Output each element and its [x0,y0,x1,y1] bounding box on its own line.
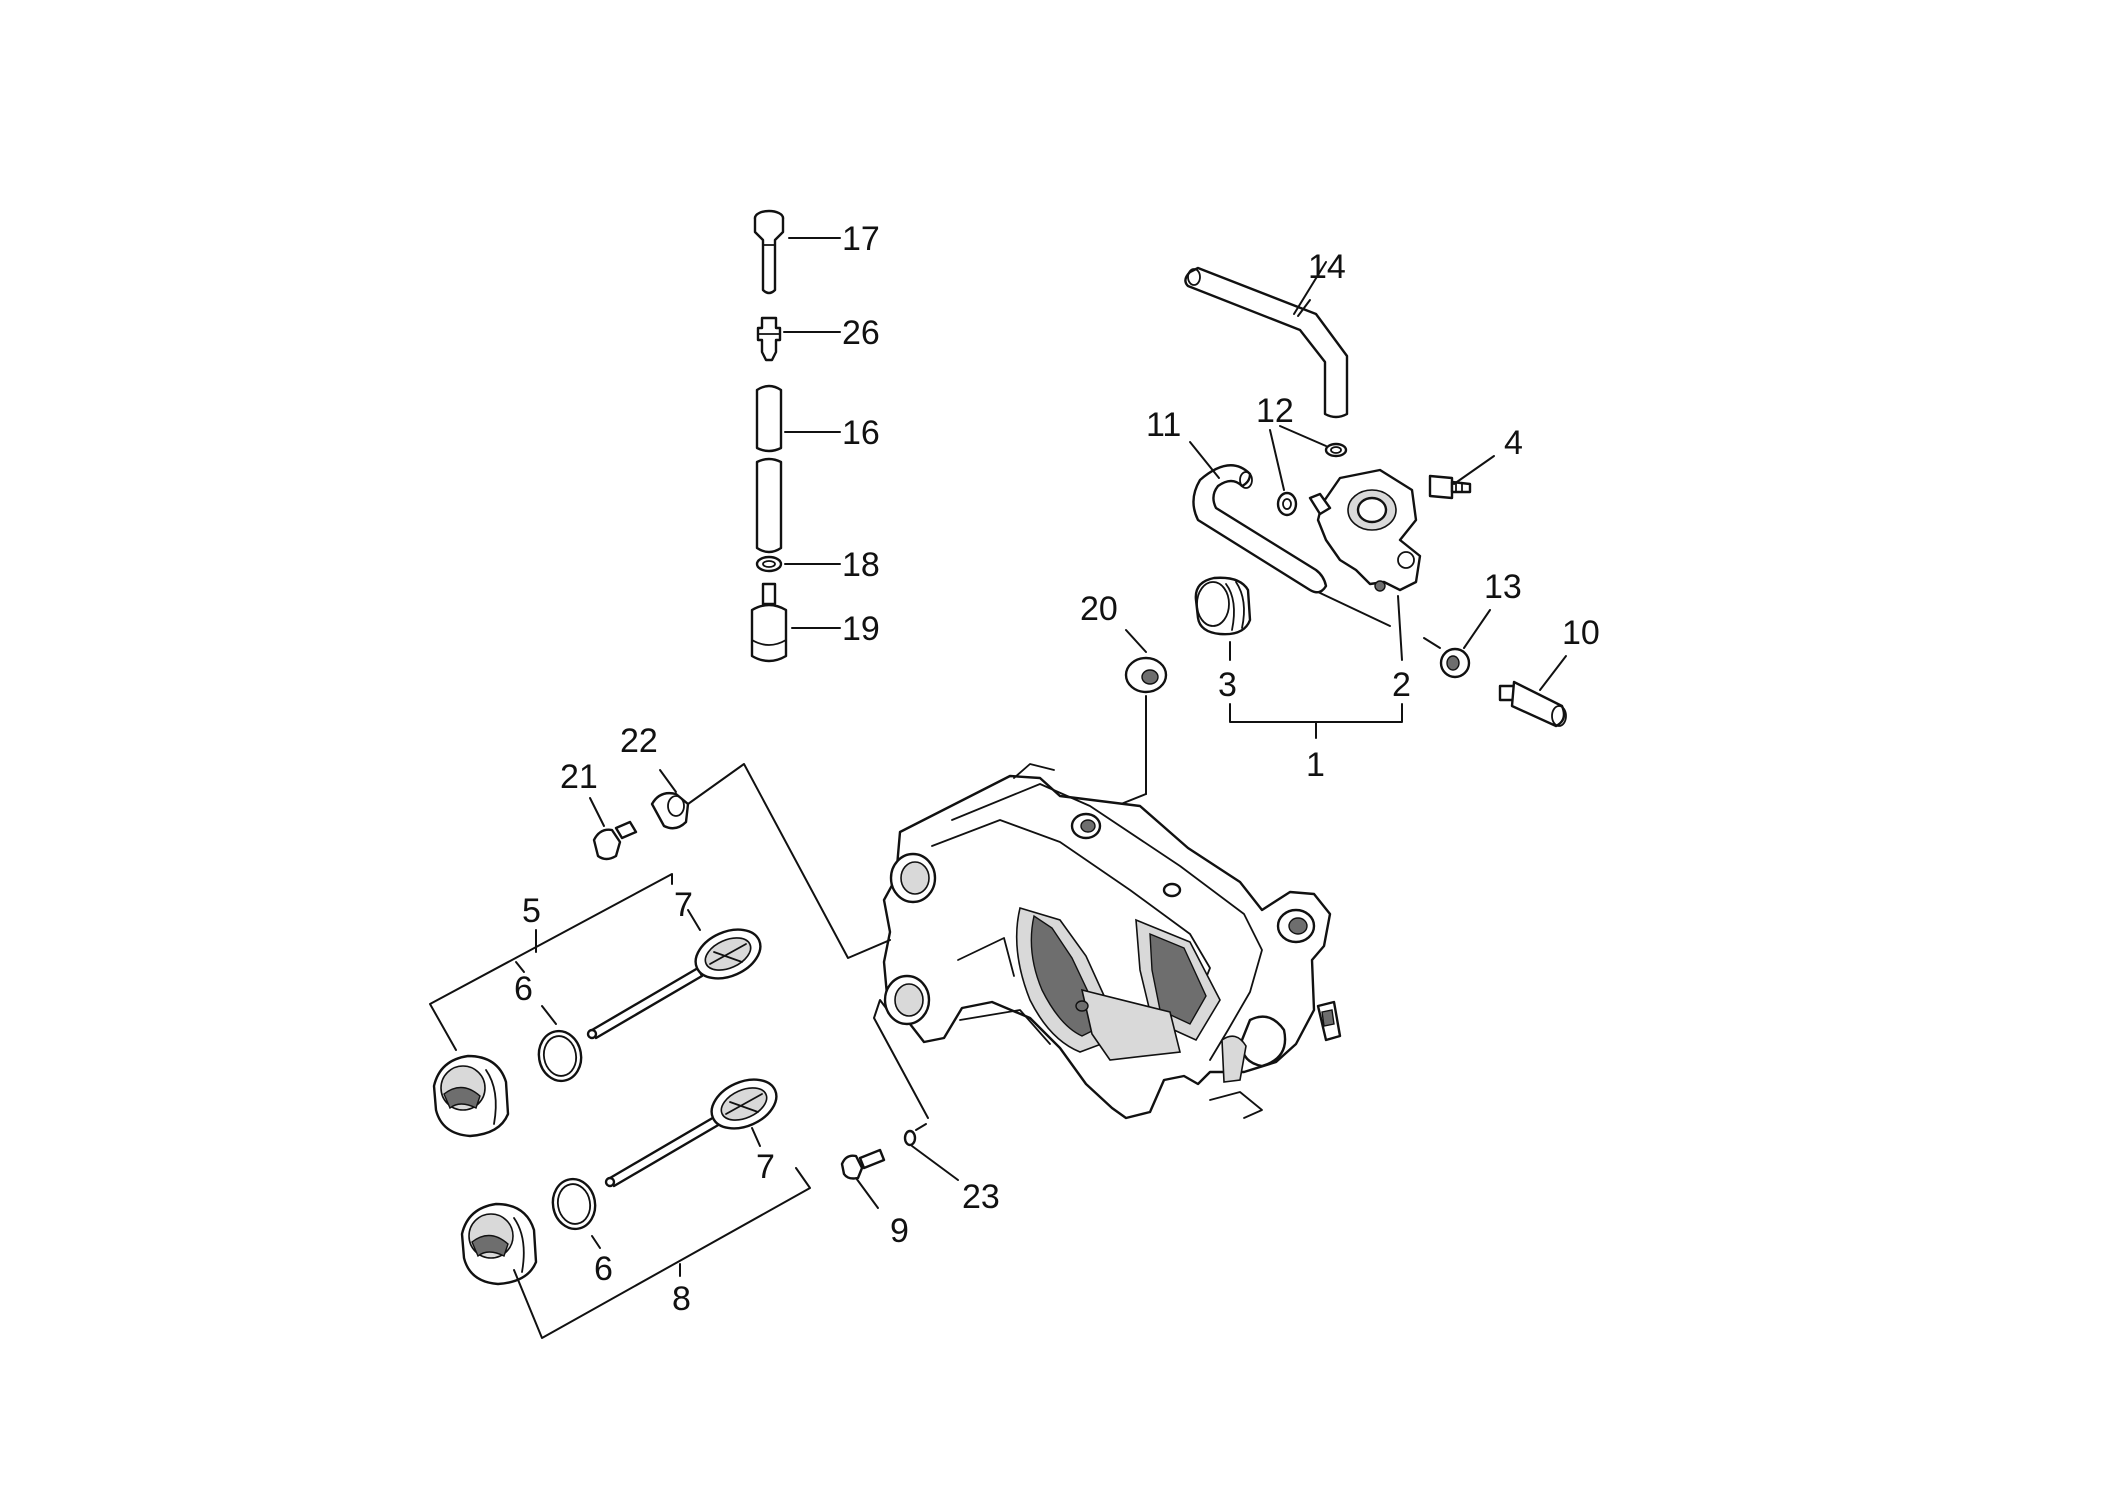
callout-12: 12 [1256,392,1294,430]
callout-8: 8 [672,1280,691,1318]
part-7-dipstick-top [586,928,762,1040]
part-23-o-ring [903,1129,917,1147]
part-13-cap [1439,647,1471,679]
callout-9: 9 [890,1212,909,1250]
part-20-grommet [1124,656,1168,694]
callout-16: 16 [842,414,880,452]
callout-22: 22 [620,722,658,760]
part-12-grommet-side [1276,491,1298,517]
callout-1: 1 [1306,746,1325,784]
callout-2: 2 [1392,666,1411,704]
callout-11: 11 [1146,406,1181,444]
part-19-oil-filter [750,582,788,663]
part-18-washer [755,555,783,573]
callout-3: 3 [1218,666,1237,704]
callout-23: 23 [962,1178,1000,1216]
part-6-o-ring-bottom [551,1177,597,1231]
part-26-fitting [756,316,782,362]
part-8-oil-cap-bottom [460,1202,538,1286]
part-6-o-ring-top [537,1029,583,1083]
callout-6-top: 6 [514,970,533,1008]
part-7-dipstick-bottom [604,1078,778,1188]
part-4-screw [1428,474,1472,500]
callout-5: 5 [522,892,541,930]
callout-21: 21 [560,758,598,796]
callout-20: 20 [1080,590,1118,628]
part-2-oil-pump [1308,468,1422,592]
callout-6-bottom: 6 [594,1250,613,1288]
part-9-screw [840,1148,886,1180]
part-16-oil-hose [755,384,783,554]
part-17-bushing [753,209,785,295]
part-10-pin [1498,680,1567,728]
callout-13: 13 [1484,568,1522,606]
callout-7-bottom: 7 [756,1148,775,1186]
callout-4: 4 [1504,424,1523,462]
part-3-worm-gear [1194,576,1252,636]
part-11-hose [1192,464,1328,594]
part-12-grommet-top [1324,442,1348,458]
callout-26: 26 [842,314,880,352]
part-21-bolt [592,820,638,861]
part-5-oil-cap [432,1054,510,1138]
part-22-plug [650,791,690,830]
callout-19: 19 [842,610,880,648]
callout-18: 18 [842,546,880,584]
callout-7-top: 7 [674,886,693,924]
callout-17: 17 [842,220,880,258]
main-crankcase-housing [882,763,1342,1120]
part-14-pipe [1184,266,1349,419]
callout-10: 10 [1562,614,1600,652]
callout-14: 14 [1308,248,1346,286]
